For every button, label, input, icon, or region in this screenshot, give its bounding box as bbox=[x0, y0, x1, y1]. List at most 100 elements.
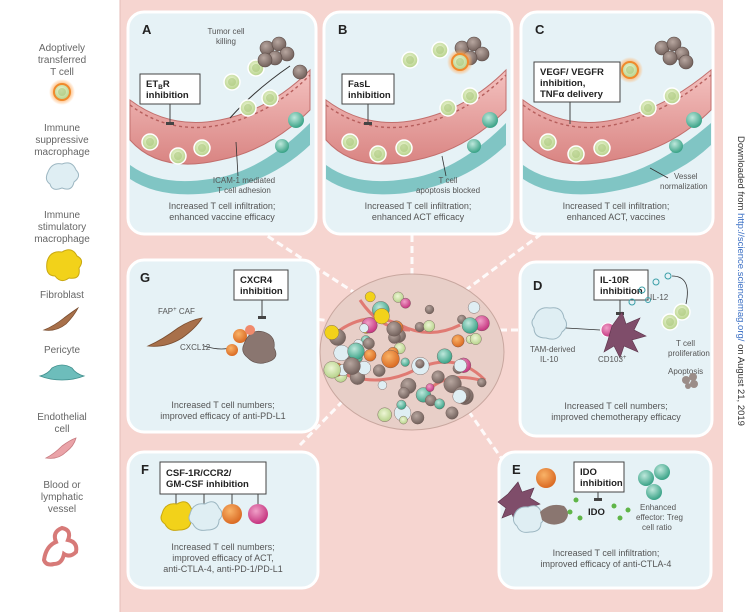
legend-item-pericyte: Pericyte bbox=[38, 345, 86, 381]
pericyte-icon bbox=[38, 364, 86, 381]
tumor-region-cell bbox=[411, 411, 425, 425]
tumor-region-cell bbox=[477, 378, 487, 388]
central-tumor-mass bbox=[319, 273, 505, 431]
panel-b-vessel bbox=[325, 68, 507, 165]
tumor-region-cell bbox=[386, 321, 402, 337]
tumor-region-cell bbox=[399, 415, 408, 425]
tumor-region-cell bbox=[359, 323, 369, 333]
panel-c-letter: C bbox=[535, 22, 545, 37]
panel-g-caf-label: FAP+ CAF bbox=[158, 307, 195, 316]
stimulatory-macrophage-icon bbox=[46, 249, 83, 282]
tumor-region-cell bbox=[424, 304, 435, 315]
panel-e-inhibitor-box bbox=[573, 461, 625, 493]
legend-label-pericyte: Pericyte bbox=[44, 345, 81, 356]
tumor-region-cell bbox=[431, 370, 445, 384]
tumor-region-cell bbox=[398, 387, 410, 399]
panel-g-inhibitor-box bbox=[233, 269, 289, 301]
panel-e-letter: E bbox=[512, 462, 521, 477]
tumor-region-cell bbox=[324, 325, 340, 340]
panel-e-caption: Increased T cell infiltration;improved e… bbox=[541, 548, 672, 569]
tumor-region-cell bbox=[364, 291, 376, 303]
panel-b-letter: B bbox=[338, 22, 347, 37]
panel-g-frame bbox=[126, 258, 320, 434]
tumor-region-cell bbox=[381, 349, 400, 369]
panel-a-caption: Increased T cell infiltration;enhanced v… bbox=[169, 201, 276, 222]
tumor-region-cell bbox=[400, 357, 410, 367]
panel-f-caption: Increased T cell numbers;improved effica… bbox=[163, 542, 283, 574]
tumor-region-cell bbox=[400, 297, 411, 309]
tumor-region-cell bbox=[425, 383, 435, 392]
tumor-region-cell bbox=[333, 344, 350, 362]
download-note-text: Downloaded from http://science.sciencema… bbox=[735, 136, 746, 426]
tumor-region-cell bbox=[415, 359, 425, 369]
fibroblast-icon bbox=[42, 306, 80, 331]
panel-c-inhibitor-box bbox=[533, 61, 621, 103]
panel-e-suppressive-macrophage bbox=[512, 505, 545, 533]
panel-f-letter: F bbox=[141, 462, 149, 477]
vessel-icon bbox=[41, 525, 79, 567]
tumor-region-cell bbox=[392, 291, 404, 303]
tumor-region-cell bbox=[362, 337, 375, 350]
panel-g-macrophage bbox=[242, 330, 277, 364]
tumor-region-cell bbox=[323, 361, 341, 379]
panel-f-inhibitor-label: CSF-1R/CCR2/GM-CSF inhibition bbox=[166, 468, 249, 490]
download-note: Downloaded from http://science.sciencema… bbox=[735, 136, 746, 426]
t-cell-icon bbox=[48, 78, 76, 106]
panel-b-caption: Increased T cell infiltration;enhanced A… bbox=[365, 201, 472, 222]
panel-d-tam bbox=[531, 307, 568, 340]
tumor-region-cell bbox=[452, 389, 467, 404]
tumor-region-cell bbox=[436, 348, 453, 364]
tumor-region-cell bbox=[377, 407, 392, 422]
tumor-region-cell bbox=[434, 398, 445, 410]
panel-d-il12-label: IL-12 bbox=[650, 293, 669, 302]
legend-label-fibroblast: Fibroblast bbox=[40, 290, 84, 301]
download-note-link[interactable]: http://science.sciencemag.org/ bbox=[735, 213, 746, 342]
panel-d-dendritic-cell bbox=[603, 311, 647, 359]
tumor-region-cell bbox=[373, 308, 390, 325]
panel-e-ido-label: IDO bbox=[588, 507, 605, 518]
endothelial-icon bbox=[44, 437, 77, 459]
panel-b-inhibitor-box bbox=[341, 73, 395, 105]
tumor-region-cell bbox=[396, 399, 407, 410]
tumor-region-cell bbox=[453, 359, 467, 373]
panel-g-cxcl12-label: CXCL12 bbox=[180, 343, 211, 352]
panel-g-letter: G bbox=[140, 270, 150, 285]
panel-d-inhibitor-box bbox=[593, 269, 649, 301]
tumor-cell-cluster bbox=[323, 291, 490, 425]
tumor-region-cell bbox=[347, 342, 365, 360]
panel-c-vessel bbox=[522, 68, 712, 165]
tumor-region-cell bbox=[423, 320, 435, 332]
tumor-region-cell bbox=[445, 406, 459, 420]
tumor-region-cell bbox=[451, 334, 465, 348]
tumor-region-cell bbox=[377, 380, 388, 390]
panel-a-pericytes bbox=[130, 123, 310, 195]
panel-f-inhibitor-box bbox=[159, 461, 267, 495]
panel-d-cd103-label: CD103+ bbox=[598, 355, 627, 364]
tumor-region-cell bbox=[469, 333, 482, 345]
panel-d-caption: Increased T cell numbers;improved chemot… bbox=[551, 401, 681, 422]
panel-f: F CSF-1R/CCR2/GM-CSF inhibition Increase… bbox=[141, 461, 283, 574]
